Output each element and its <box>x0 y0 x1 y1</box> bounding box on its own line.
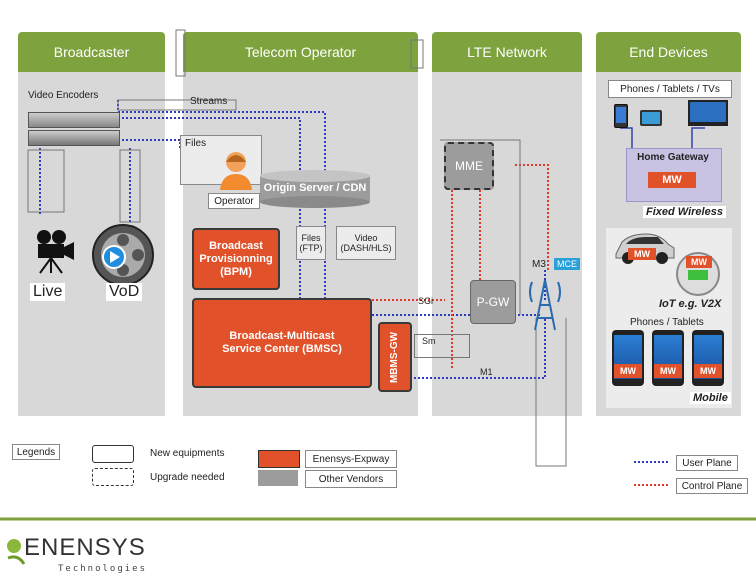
pgw-box: P-GW <box>470 280 516 324</box>
legend-upgrade-swatch <box>92 468 134 486</box>
mme-box: MME <box>444 142 494 190</box>
video-encoders-label: Video Encoders <box>28 90 99 101</box>
broadcaster-header: Broadcaster <box>18 32 165 72</box>
phone-icon <box>614 104 628 128</box>
logo-sub: Technologies <box>58 564 148 574</box>
streams-label: Streams <box>190 96 228 107</box>
legend-other-vendors-swatch <box>258 470 298 486</box>
encoder-rack-2 <box>28 130 120 146</box>
mw-gateway: MW <box>648 172 696 188</box>
lte-header: LTE Network <box>432 32 582 72</box>
legend-user-plane-label: User Plane <box>676 455 738 471</box>
camera-icon <box>32 228 78 274</box>
legend-title: Legends <box>12 444 60 460</box>
film-reel-icon <box>90 222 156 288</box>
origin-server-cylinder <box>260 170 370 208</box>
bpm-box: Broadcast Provisionning (BPM) <box>192 228 280 290</box>
tv-icon <box>688 100 728 126</box>
home-gateway-label: Home Gateway <box>637 152 709 163</box>
mw-phone-1: MW <box>614 364 642 378</box>
operator-person-icon <box>218 150 254 190</box>
files-label: Files <box>185 138 207 149</box>
tablet-icon <box>640 110 662 126</box>
mw-phone-2: MW <box>654 364 682 378</box>
files-box: Files <box>180 135 262 185</box>
broadcaster-panel <box>18 40 165 416</box>
legend-new-equipment-swatch <box>92 445 134 463</box>
m3-label: M3 <box>532 259 546 270</box>
mw-phone-3: MW <box>694 364 722 378</box>
mce-badge: MCE <box>554 258 580 270</box>
legend-enensys-swatch <box>258 450 300 468</box>
phones-tablets-tvs-box: Phones / Tablets / TVs <box>608 80 732 98</box>
phones-tablets-label: Phones / Tablets <box>630 317 704 328</box>
devices-header: End Devices <box>596 32 741 72</box>
lte-panel <box>432 40 582 416</box>
encoder-rack-1 <box>28 112 120 128</box>
legend-other-vendors-label: Other Vendors <box>305 470 397 488</box>
mw-meter: MW <box>686 256 712 268</box>
sgi-label: SGi <box>418 296 434 306</box>
telecom-header: Telecom Operator <box>183 32 418 72</box>
legend-new-equipments-label: New equipments <box>150 448 225 459</box>
sm-box <box>414 334 470 358</box>
mbms-gw-box: MBMS-GW <box>378 322 412 392</box>
mw-car: MW <box>628 248 656 260</box>
iot-label: IoT e.g. V2X <box>659 298 722 310</box>
legend-upgrade-needed-label: Upgrade needed <box>150 472 225 483</box>
origin-server-label: Origin Server / CDN <box>263 182 367 194</box>
sm-label: Sm <box>422 336 436 346</box>
mobile-label: Mobile <box>690 392 731 404</box>
logo-name: ENENSYS <box>24 534 146 561</box>
legend-enensys-label: Enensys-Expway <box>305 450 397 468</box>
vod-label: VoD <box>106 283 143 301</box>
mbms-gw-label: MBMS-GW <box>389 331 401 383</box>
enensys-logo: ENENSYS Technologies <box>4 528 148 578</box>
files-ftp-box: Files (FTP) <box>296 226 326 260</box>
m1-label: M1 <box>480 367 493 377</box>
bmsc-box: Broadcast-Multicast Service Center (BMSC… <box>192 298 372 388</box>
fixed-wireless-label: Fixed Wireless <box>643 206 726 218</box>
operator-box: Operator <box>208 193 260 209</box>
live-label: Live <box>30 283 66 301</box>
video-dash-box: Video (DASH/HLS) <box>336 226 396 260</box>
legend-control-plane-label: Control Plane <box>676 478 748 494</box>
